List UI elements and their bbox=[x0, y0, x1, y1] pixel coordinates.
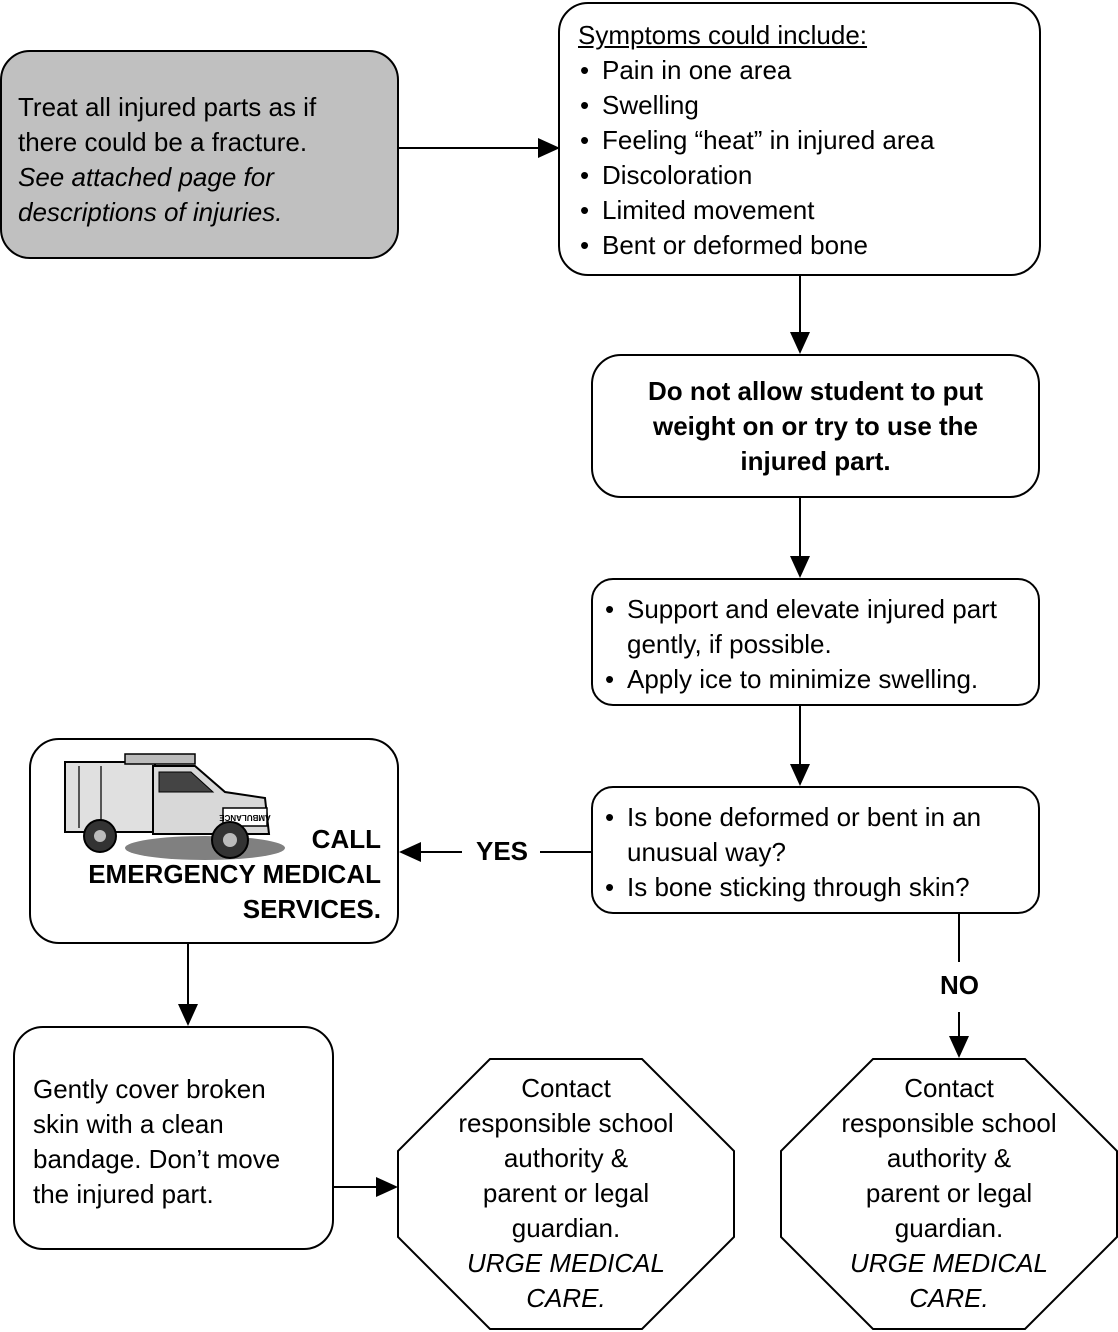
question-list: Is bone deformed or bent in an unusual w… bbox=[601, 800, 1034, 905]
no-weight-line-2: weight on or try to use the bbox=[652, 411, 978, 441]
symptom-item: Discoloration bbox=[576, 158, 1039, 193]
cover-line-3: bandage. Don’t move bbox=[33, 1144, 281, 1174]
cover-line-2: skin with a clean bbox=[33, 1109, 224, 1139]
emergency-line-1: CALL bbox=[311, 824, 381, 854]
arrowhead bbox=[538, 138, 560, 158]
contact-line-3: authority & bbox=[886, 1143, 1012, 1173]
symptom-item: Swelling bbox=[576, 88, 1039, 123]
start-line-1: Treat all injured parts as if bbox=[18, 92, 317, 122]
contact-italic-1: URGE MEDICAL bbox=[850, 1248, 1048, 1278]
question-box: Is bone deformed or bent in an unusual w… bbox=[591, 786, 1040, 914]
emergency-line-3: SERVICES. bbox=[242, 894, 381, 924]
symptom-item: Feeling “heat” in injured area bbox=[576, 123, 1039, 158]
start-box: Treat all injured parts as if there coul… bbox=[0, 50, 399, 259]
support-item: Support and elevate injured part gently,… bbox=[601, 592, 1034, 662]
arrowhead bbox=[949, 1036, 969, 1058]
question-item: Is bone deformed or bent in an unusual w… bbox=[601, 800, 1034, 870]
contact-octagon-left bbox=[397, 1058, 735, 1330]
symptom-item: Limited movement bbox=[576, 193, 1039, 228]
arrowhead bbox=[790, 764, 810, 786]
cover-line-1: Gently cover broken bbox=[33, 1074, 266, 1104]
ambulance-lettering: AMBULANCE bbox=[219, 813, 271, 822]
contact-line-1: Contact bbox=[904, 1073, 994, 1103]
contact-line-2: responsible school bbox=[458, 1108, 674, 1138]
contact-line-4: parent or legal bbox=[865, 1178, 1033, 1208]
contact-line-5: guardian. bbox=[894, 1213, 1004, 1243]
contact-text-right: Contact responsible school authority & p… bbox=[781, 1071, 1117, 1316]
cover-line-4: the injured part. bbox=[33, 1179, 214, 1209]
symptoms-box: Symptoms could include: Pain in one area… bbox=[558, 2, 1041, 276]
emergency-text: CALL EMERGENCY MEDICAL SERVICES. bbox=[88, 822, 381, 927]
contact-line-1: Contact bbox=[521, 1073, 611, 1103]
arrowhead bbox=[790, 556, 810, 578]
start-line-2: there could be a fracture. bbox=[18, 127, 308, 157]
question-item: Is bone sticking through skin? bbox=[601, 870, 1034, 905]
contact-line-5: guardian. bbox=[511, 1213, 621, 1243]
support-box: Support and elevate injured part gently,… bbox=[591, 578, 1040, 706]
no-label: NO bbox=[940, 970, 979, 1001]
contact-text-left: Contact responsible school authority & p… bbox=[398, 1071, 734, 1316]
yes-label: YES bbox=[476, 836, 529, 867]
no-weight-line-3: injured part. bbox=[740, 446, 891, 476]
contact-line-4: parent or legal bbox=[482, 1178, 650, 1208]
support-list: Support and elevate injured part gently,… bbox=[601, 592, 1034, 697]
no-weight-box: Do not allow student to put weight on or… bbox=[591, 354, 1040, 498]
symptoms-heading: Symptoms could include: bbox=[578, 20, 868, 50]
contact-line-3: authority & bbox=[503, 1143, 629, 1173]
start-italic-1: See attached page for bbox=[18, 162, 274, 192]
emergency-box: AMBULANCE CALL EMERGENCY MEDICAL SERVICE… bbox=[29, 738, 399, 944]
arrowhead bbox=[178, 1004, 198, 1026]
arrowhead bbox=[790, 332, 810, 354]
no-weight-line-1: Do not allow student to put bbox=[647, 376, 984, 406]
arrowhead bbox=[376, 1177, 398, 1197]
arrowhead bbox=[399, 842, 421, 862]
emergency-line-2: EMERGENCY MEDICAL bbox=[88, 859, 381, 889]
symptom-item: Pain in one area bbox=[576, 53, 1039, 88]
contact-italic-2: CARE. bbox=[526, 1283, 606, 1313]
contact-italic-2: CARE. bbox=[909, 1283, 989, 1313]
start-italic-2: descriptions of injuries. bbox=[18, 197, 283, 227]
support-item: Apply ice to minimize swelling. bbox=[601, 662, 1034, 697]
symptom-item: Bent or deformed bone bbox=[576, 228, 1039, 263]
contact-line-2: responsible school bbox=[841, 1108, 1057, 1138]
cover-box: Gently cover broken skin with a clean ba… bbox=[13, 1026, 334, 1250]
contact-octagon-right bbox=[780, 1058, 1118, 1330]
contact-italic-1: URGE MEDICAL bbox=[467, 1248, 665, 1278]
symptoms-list: Pain in one area Swelling Feeling “heat”… bbox=[576, 53, 1039, 263]
ambulance-icon: AMBULANCE bbox=[64, 753, 285, 860]
